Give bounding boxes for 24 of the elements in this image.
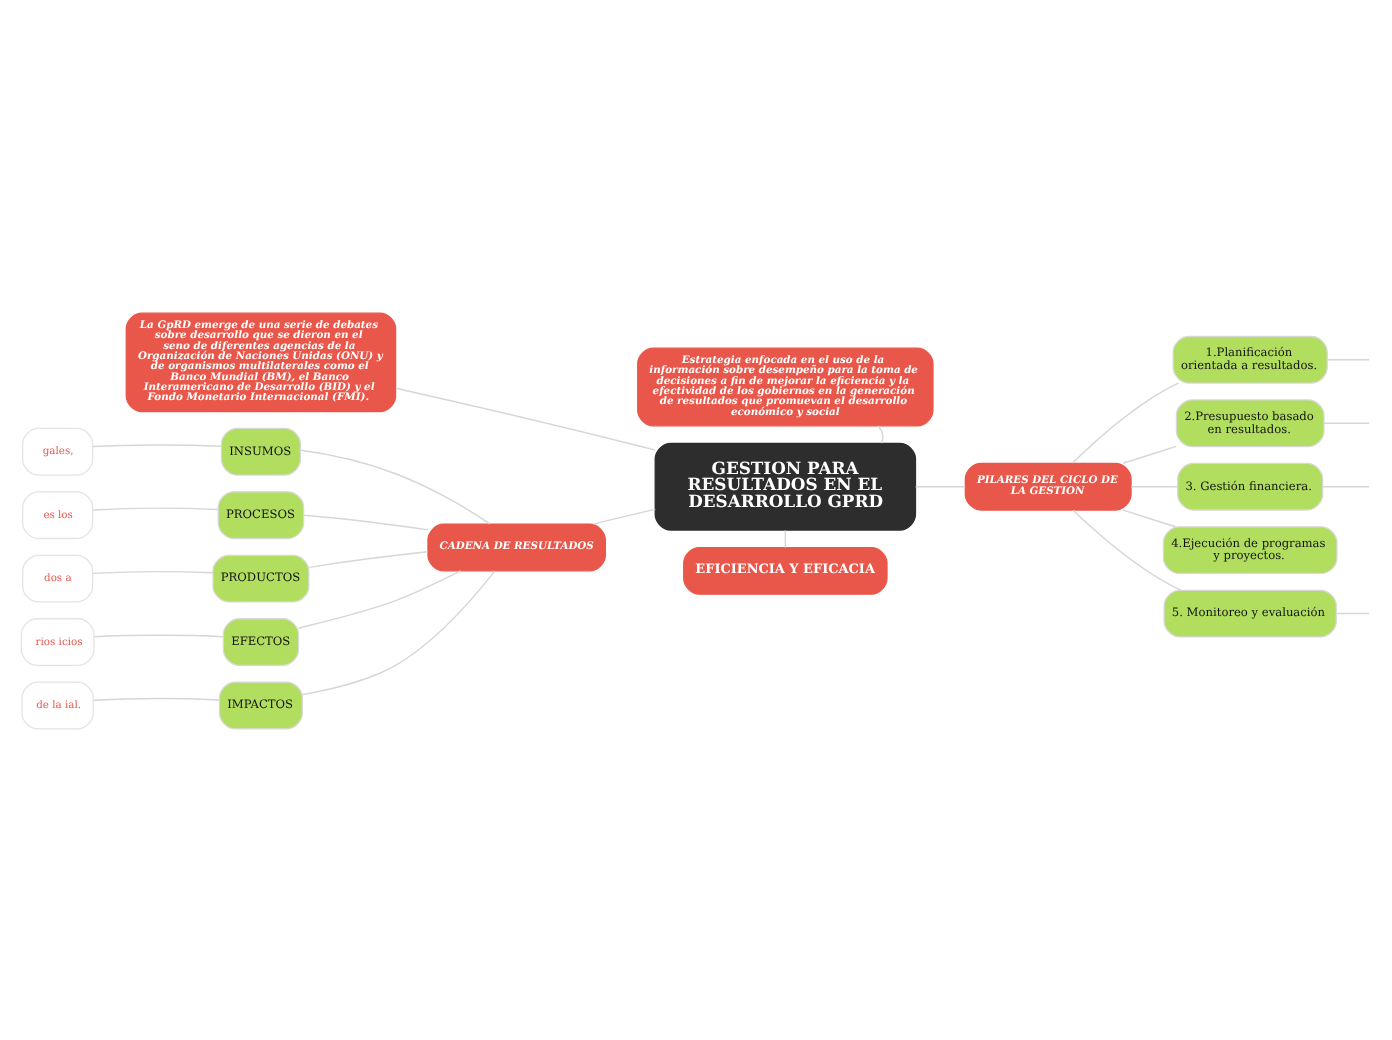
connector [877, 424, 884, 443]
connector [592, 507, 656, 524]
connector [1323, 421, 1370, 423]
connector [308, 550, 429, 568]
connector [297, 569, 462, 628]
connector [914, 485, 966, 487]
connector [93, 633, 224, 637]
connector [300, 448, 491, 524]
connector [1071, 381, 1180, 463]
connector [1130, 485, 1178, 487]
connector [92, 697, 221, 700]
connector [1122, 508, 1177, 527]
connector [1322, 485, 1370, 487]
connector [1122, 444, 1177, 463]
connector [92, 443, 222, 447]
node-box: GESTION PARA RESULTADOS EN EL DESARROLLO GPRD [654, 441, 917, 530]
connector [92, 570, 214, 574]
connector [303, 513, 429, 530]
connector [1335, 611, 1370, 614]
connector [301, 569, 496, 695]
connector [1072, 508, 1182, 590]
connector [92, 506, 219, 510]
connector [1326, 358, 1370, 360]
connector [395, 386, 656, 450]
